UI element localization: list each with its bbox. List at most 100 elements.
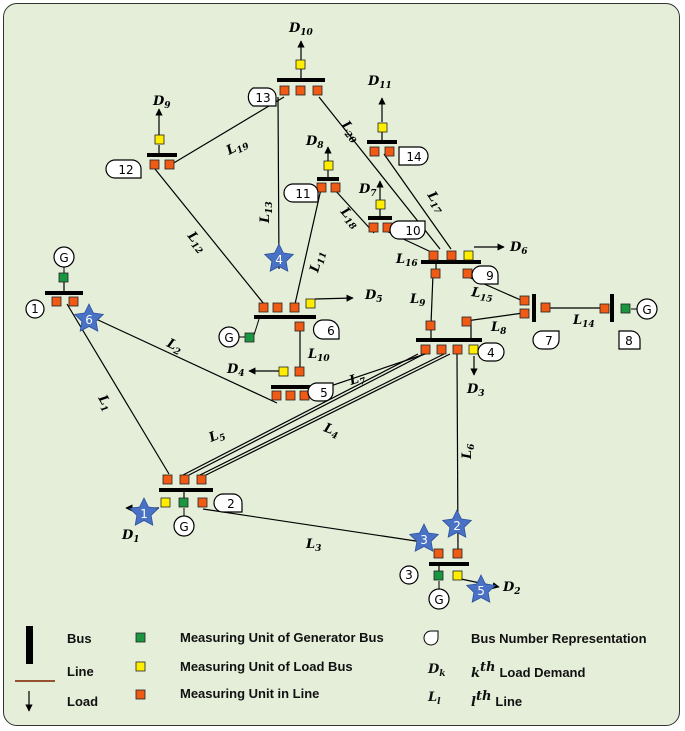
line-label-l2: L2 bbox=[163, 336, 185, 358]
line-unit bbox=[462, 268, 473, 279]
line-l18 bbox=[333, 188, 375, 234]
generators: G G G G G bbox=[53, 246, 658, 610]
generator-unit bbox=[620, 303, 631, 314]
bus-bar-3 bbox=[429, 562, 469, 566]
line-label-l16: L16 bbox=[395, 252, 418, 269]
line-unit bbox=[446, 250, 457, 261]
bus-bar-6 bbox=[254, 315, 316, 319]
bus-bar-1 bbox=[45, 291, 83, 295]
bus-bar-5 bbox=[271, 385, 311, 389]
load-label-d2: D2 bbox=[502, 580, 521, 597]
load-unit bbox=[278, 366, 289, 377]
bus-number-8: 8 bbox=[625, 334, 633, 348]
load-label-d9: D9 bbox=[152, 94, 171, 111]
bus-number-13: 13 bbox=[255, 91, 270, 105]
svg-text:2: 2 bbox=[453, 519, 461, 533]
line-label-l3: L3 bbox=[305, 537, 321, 554]
line-unit bbox=[312, 85, 323, 96]
legend-bus-tag-symbol bbox=[423, 630, 439, 646]
line-label-l8: L8 bbox=[490, 320, 507, 337]
bus-tag-10 bbox=[389, 220, 426, 240]
line-l3 bbox=[202, 508, 430, 544]
star-1: 1 bbox=[128, 497, 160, 526]
line-label-l4: L4 bbox=[320, 420, 341, 442]
legend-generator-unit bbox=[135, 632, 146, 643]
line-unit bbox=[179, 474, 190, 485]
bus-tag-4 bbox=[477, 342, 505, 362]
load-unit bbox=[377, 122, 388, 133]
load-arrow-d5 bbox=[314, 294, 354, 302]
transmission-lines bbox=[66, 96, 601, 550]
load-unit bbox=[305, 298, 316, 309]
diagram-frame: G G G G G bbox=[3, 3, 680, 726]
legend-line-unit-text: Measuring Unit in Line bbox=[180, 686, 319, 701]
line-unit bbox=[428, 250, 439, 261]
line-unit bbox=[461, 316, 472, 327]
line-unit bbox=[272, 302, 283, 313]
line-unit bbox=[285, 390, 296, 401]
load-unit bbox=[463, 250, 474, 261]
line-unit bbox=[369, 146, 380, 157]
line-unit bbox=[51, 296, 62, 307]
bus-number-12: 12 bbox=[118, 163, 133, 177]
legend-line: Line bbox=[67, 664, 94, 679]
line-l17 bbox=[383, 153, 452, 250]
line-l8 bbox=[465, 312, 524, 322]
bus-tag-2 bbox=[213, 493, 243, 513]
generator-bus8: G bbox=[631, 298, 658, 320]
line-unit bbox=[149, 159, 160, 170]
line-l4-b bbox=[205, 353, 451, 476]
star-4: 4 bbox=[263, 243, 295, 272]
line-unit bbox=[294, 366, 305, 377]
line-unit bbox=[540, 302, 551, 313]
bus-number-4: 4 bbox=[487, 346, 495, 360]
bus-number-9: 9 bbox=[486, 269, 494, 283]
bus-bar-2 bbox=[159, 488, 213, 492]
bus-tag-3 bbox=[399, 565, 419, 585]
line-l12 bbox=[154, 168, 265, 305]
line-label-l1: L1 bbox=[92, 392, 115, 415]
load-label-d7: D7 bbox=[358, 182, 377, 199]
generator-unit bbox=[244, 332, 255, 343]
load-unit bbox=[323, 160, 334, 171]
load-label-d8: D8 bbox=[305, 134, 324, 151]
line-l4-a bbox=[199, 353, 445, 476]
line-label-l14: L14 bbox=[572, 313, 595, 330]
generator-bus3: G bbox=[428, 581, 450, 610]
generator-unit bbox=[178, 497, 189, 508]
line-l19 bbox=[166, 96, 285, 168]
bus-stubs bbox=[63, 69, 472, 571]
line-unit bbox=[519, 308, 530, 319]
load-labels: D10 D9 D11 D8 D7 D6 D5 D4 D3 D1 D2 bbox=[121, 21, 528, 597]
line-unit bbox=[433, 548, 444, 559]
svg-text:1: 1 bbox=[140, 507, 148, 521]
bus-bar-13 bbox=[277, 78, 325, 82]
load-unit bbox=[160, 497, 171, 508]
line-unit bbox=[162, 474, 173, 485]
bus-number-3: 3 bbox=[405, 568, 413, 582]
line-unit bbox=[436, 344, 447, 355]
line-label-l11: L11 bbox=[307, 249, 329, 275]
line-label-l19: L19 bbox=[223, 135, 252, 161]
line-labels: L20 L19 L17 L13 L18 L12 L11 L16 L15 L9 L… bbox=[92, 117, 595, 554]
star-6: 6 bbox=[73, 303, 105, 332]
svg-text:G: G bbox=[642, 303, 651, 317]
legend-bus-symbol bbox=[26, 626, 33, 664]
svg-text:G: G bbox=[179, 520, 188, 534]
line-l5-b bbox=[188, 353, 425, 476]
load-label-d5: D5 bbox=[364, 288, 383, 305]
generator-bus2: G bbox=[173, 508, 195, 537]
line-unit bbox=[279, 85, 290, 96]
line-label-l20: L20 bbox=[336, 117, 364, 146]
line-label-l12: L12 bbox=[182, 228, 210, 256]
bus-number-11: 11 bbox=[295, 187, 310, 201]
bus-tag-8 bbox=[618, 330, 641, 350]
line-unit bbox=[452, 548, 463, 559]
line-unit bbox=[425, 320, 436, 331]
line-unit bbox=[420, 344, 431, 355]
load-label-d11: D11 bbox=[367, 74, 392, 91]
bus-number-tags bbox=[25, 87, 641, 585]
load-label-d4: D4 bbox=[226, 362, 245, 379]
